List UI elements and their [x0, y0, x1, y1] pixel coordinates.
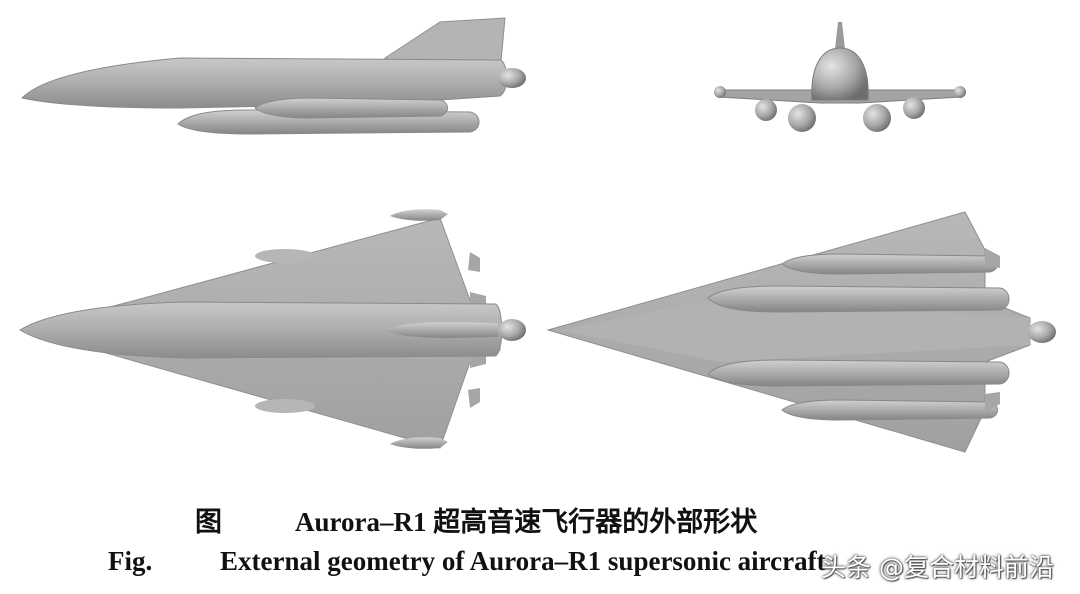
front-pod	[788, 104, 816, 132]
lower-wingtip-pod-top	[390, 209, 448, 221]
lower-wingtip-pod-bottom	[390, 437, 448, 449]
front-fuselage	[811, 47, 869, 101]
front-pod	[755, 99, 777, 121]
side-view	[20, 17, 526, 135]
caption-en-text: External geometry of Aurora–R1 supersoni…	[220, 546, 826, 576]
front-pod	[863, 104, 891, 132]
upper-nozzle	[1028, 321, 1056, 343]
caption-cn-text: Aurora–R1 超高音速飞行器的外部形状	[295, 507, 758, 537]
upper-pod-4	[781, 399, 998, 421]
upper-pod-3	[707, 359, 1010, 387]
caption-cn-label: 图	[195, 507, 222, 537]
side-nozzle	[498, 68, 526, 88]
figure-caption-english: Fig. External geometry of Aurora–R1 supe…	[0, 546, 1080, 586]
watermark: 头条 @复合材料前沿	[821, 553, 1054, 582]
figure-caption-chinese: 图 Aurora–R1 超高音速飞行器的外部形状	[0, 500, 1080, 540]
upper-pod-1	[781, 253, 998, 275]
top-view-lower	[19, 209, 526, 449]
upper-pod-2	[707, 285, 1010, 313]
caption-en-label: Fig.	[108, 546, 153, 576]
front-view	[714, 22, 966, 132]
aircraft-figure	[19, 17, 1056, 453]
front-pod	[903, 97, 925, 119]
lower-nozzle	[498, 319, 526, 341]
top-view-upper	[546, 211, 1056, 453]
side-pod-upper	[254, 97, 448, 119]
